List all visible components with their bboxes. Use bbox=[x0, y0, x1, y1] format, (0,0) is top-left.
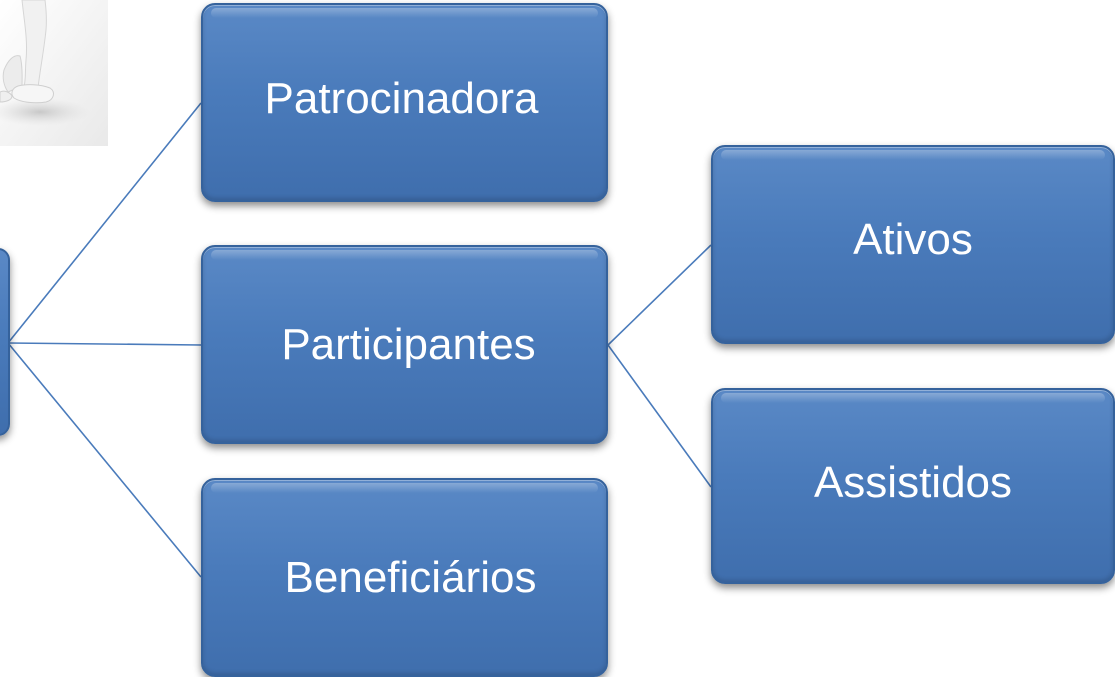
node-label-assistidos: Assistidos bbox=[813, 458, 1013, 507]
connector-participantes-assistidos bbox=[607, 344, 712, 488]
node-beneficiarios: Beneficiários bbox=[201, 478, 608, 677]
node-label-participantes: Participantes bbox=[281, 319, 536, 369]
node-highlight bbox=[721, 150, 1105, 160]
connector-root-patrocinadora bbox=[7, 102, 202, 344]
person-figure-image bbox=[0, 0, 108, 146]
node-assistidos: Assistidos bbox=[711, 388, 1115, 584]
connector-root-beneficiarios bbox=[7, 342, 202, 578]
node-label-ativos: Ativos bbox=[853, 214, 973, 264]
node-label-beneficiarios: Beneficiários bbox=[284, 552, 537, 602]
node-highlight bbox=[211, 250, 598, 260]
node-highlight bbox=[721, 393, 1105, 403]
root-node-partial bbox=[0, 248, 10, 436]
connector-participantes-ativos bbox=[607, 244, 712, 346]
node-highlight bbox=[211, 8, 598, 18]
node-ativos: Ativos bbox=[711, 145, 1115, 344]
node-participantes: Participantes bbox=[201, 245, 608, 444]
connector-root-participantes bbox=[7, 342, 202, 346]
node-label-patrocinadora: Patrocinadora bbox=[264, 73, 539, 123]
node-patrocinadora: Patrocinadora bbox=[201, 3, 608, 202]
node-highlight bbox=[211, 483, 598, 493]
